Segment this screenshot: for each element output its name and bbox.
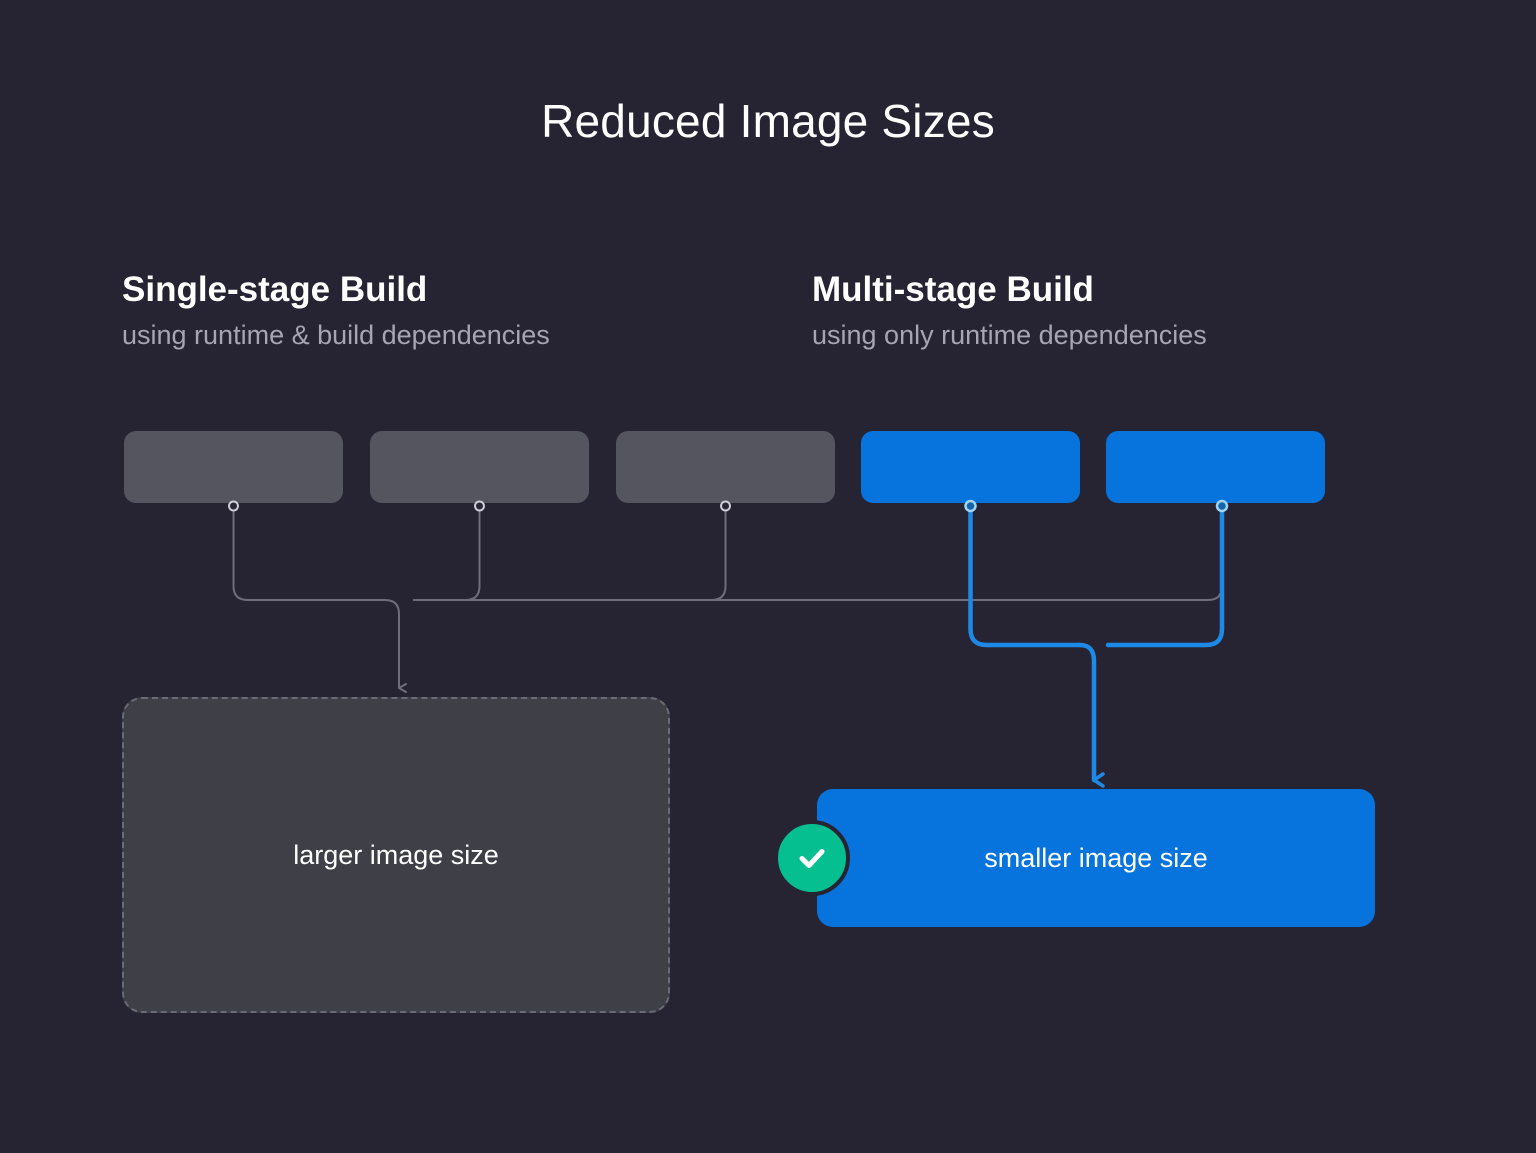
result-label-larger-image: larger image size [293,839,499,870]
stage-box-single-3 [616,431,835,503]
column-title-multi-stage: Multi-stage Build [812,270,1094,309]
result-label-smaller-image: smaller image size [984,842,1208,873]
connector-group-single-stage [232,505,1223,693]
stage-box-single-1 [124,431,343,503]
result-box-smaller-image: smaller image size [817,789,1375,927]
column-subtitle-single-stage: using runtime & build dependencies [122,320,550,351]
stage-box-multi-1 [861,431,1080,503]
result-box-larger-image: larger image size [122,697,670,1013]
column-title-single-stage: Single-stage Build [122,270,428,309]
column-heading-multi-stage: Multi-stage Build using only runtime dep… [812,270,1207,351]
stage-box-multi-2 [1106,431,1325,503]
connector-group-multi-stage [968,503,1225,788]
check-icon [774,820,850,896]
column-subtitle-multi-stage: using only runtime dependencies [812,320,1207,351]
column-heading-single-stage: Single-stage Build using runtime & build… [122,270,550,351]
page-title: Reduced Image Sizes [541,95,995,147]
stage-box-single-2 [370,431,589,503]
